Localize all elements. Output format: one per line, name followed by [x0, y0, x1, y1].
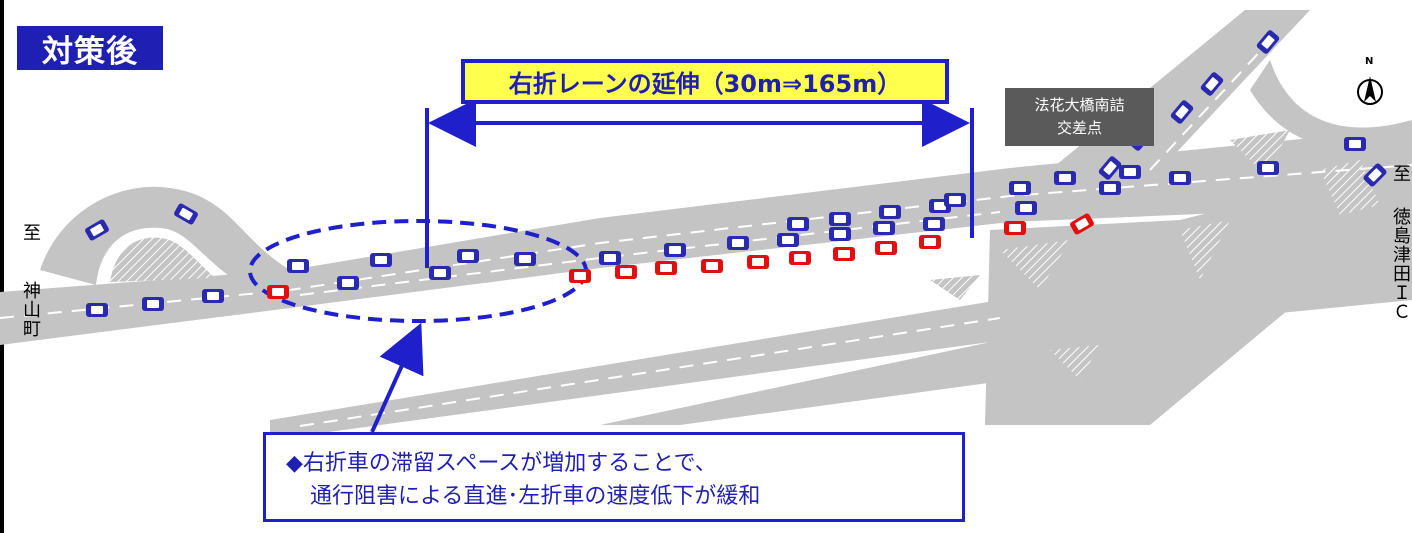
crosswalk	[1320, 160, 1380, 215]
island-hatch-5	[1050, 345, 1100, 380]
north-east-road	[1250, 60, 1412, 153]
intersection-label-line1: 法花大橋南詰	[1034, 96, 1125, 114]
right-destination-char: Ｃ	[1393, 302, 1411, 323]
right-destination-char: 田	[1393, 264, 1411, 285]
left-destination-char: 町	[23, 319, 41, 340]
effect-note: ◆右折車の滞留スペースが増加することで、 通行阻害による直進･左折車の速度低下が…	[263, 432, 965, 522]
left-destination-to: 至	[23, 223, 41, 244]
lower-road-2	[600, 340, 1010, 425]
island-hatch-3	[1230, 130, 1290, 175]
left-ramp	[40, 186, 290, 290]
island-hatch-1	[1000, 240, 1070, 290]
island-hatch-4	[930, 275, 980, 300]
right-destination-to: 至	[1393, 164, 1411, 185]
north-arrow-icon	[1357, 76, 1383, 105]
right-destination-char: 島	[1393, 226, 1411, 247]
island-hatch-2	[1180, 220, 1230, 280]
lane-extension-label: 右折レーンの延伸（30m⇒165m）	[461, 59, 949, 104]
callout-pointer-arrow	[370, 322, 424, 433]
page-title: 対策後	[17, 26, 163, 70]
left-destination-char: 神	[23, 281, 41, 302]
left-destination-place: 神 山 町	[22, 282, 42, 339]
right-destination-place: 徳 島 津 田 Ｉ Ｃ	[1392, 208, 1412, 322]
left-ramp-hatch	[110, 237, 215, 282]
north-label: N	[1365, 56, 1374, 67]
lane-markings	[0, 29, 1412, 427]
intersection-label-line2: 交差点	[1056, 119, 1102, 137]
right-destination-char: 津	[1393, 245, 1411, 266]
left-frame-line	[0, 0, 4, 533]
intersection-label: 法花大橋南詰 交差点	[1005, 88, 1154, 146]
effect-note-line2: 通行阻害による直進･左折車の速度低下が緩和	[310, 484, 761, 509]
right-destination-char: 徳	[1393, 207, 1411, 228]
effect-note-line1: ◆右折車の滞留スペースが増加することで、	[286, 451, 717, 476]
left-destination-char: 山	[23, 300, 41, 321]
right-destination-char: Ｉ	[1393, 283, 1411, 304]
